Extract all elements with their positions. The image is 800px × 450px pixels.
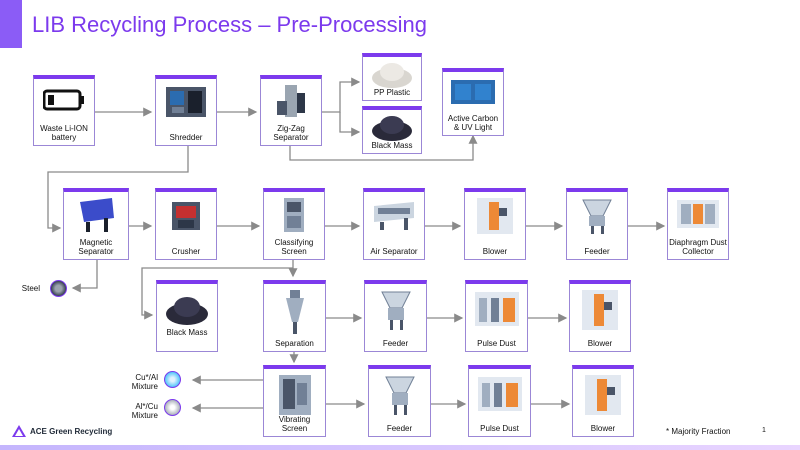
node-label: Black Mass (371, 141, 413, 150)
node-label: Blower (590, 424, 616, 433)
node-label: Classifying Screen (274, 238, 314, 256)
node-active-carbon: Active Carbon & UV Light (442, 68, 504, 136)
crusher-machine-icon (172, 202, 200, 230)
node-air-separator: Air Separator (363, 188, 425, 260)
node-label: Shredder (169, 133, 203, 142)
pulse-dust-collector-icon (477, 377, 522, 411)
node-label: Blower (587, 339, 613, 348)
arrow-zigzag-pp (322, 77, 361, 113)
feeder-hopper-icon (384, 376, 415, 415)
black-mass-pile-icon (166, 297, 208, 325)
blower-icon (477, 198, 513, 234)
air-separator-icon (374, 202, 414, 230)
node-feeder-3: Feeder (368, 365, 431, 437)
page-title: LIB Recycling Process – Pre-Processing (32, 12, 427, 37)
shredder-machine-icon (166, 87, 206, 117)
node-pp-plastic: PP Plastic (362, 53, 422, 101)
node-blower-2: Blower (569, 280, 631, 352)
node-label: Pulse Dust (477, 339, 516, 348)
classifying-screen-icon (284, 198, 304, 232)
company-name: ACE Green Recycling (30, 427, 113, 436)
dust-collector-icon (677, 200, 719, 228)
node-label: Feeder (386, 424, 413, 433)
feeder-hopper-icon (582, 199, 612, 234)
node-label: Crusher (171, 247, 201, 256)
node-separation: Separation (263, 280, 326, 352)
title-accent-bar (0, 0, 22, 48)
pulse-dust-collector-icon (474, 292, 519, 326)
node-blower-1: Blower (464, 188, 526, 260)
bottom-accent-strip (0, 445, 800, 450)
node-classifying-screen: Classifying Screen (263, 188, 325, 260)
blower-icon (582, 290, 618, 330)
node-waste-battery: Waste Li-ION battery (33, 75, 95, 146)
node-shredder: Shredder (155, 75, 217, 146)
node-label: Magnetic Separator (78, 238, 114, 256)
node-label: Diaphragm Dust Collector (669, 238, 727, 256)
node-feeder-1: Feeder (566, 188, 628, 260)
node-crusher: Crusher (155, 188, 217, 260)
node-label: Black Mass (166, 328, 208, 337)
node-label: Waste Li-ION battery (40, 124, 88, 142)
pp-plastic-pile-icon (372, 63, 412, 88)
node-pulse-dust-2: Pulse Dust (468, 365, 531, 437)
arrow-zigzag-carbon (289, 134, 478, 161)
node-label: Feeder (382, 339, 409, 348)
steel-output-icon (50, 280, 67, 297)
vibrating-screen-icon (278, 375, 311, 415)
node-feeder-2: Feeder (364, 280, 427, 352)
node-magnetic-separator: Magnetic Separator (63, 188, 129, 260)
node-label: Zig-Zag Separator (273, 124, 309, 142)
output-steel-label: Steel (21, 284, 40, 293)
arrow-row1-magnetic (47, 146, 189, 233)
alcu-mixture-icon (164, 399, 181, 416)
blower-icon (585, 375, 621, 415)
node-label: Active Carbon & UV Light (447, 114, 499, 132)
node-vibrating-screen: Vibrating Screen (263, 365, 326, 437)
magnetic-separator-icon (80, 198, 114, 232)
node-black-mass-1: Black Mass (362, 106, 422, 154)
ace-logo-icon (12, 425, 26, 437)
node-label: Vibrating Screen (278, 415, 311, 433)
node-label: Pulse Dust (480, 424, 519, 433)
node-label: PP Plastic (373, 88, 411, 97)
zigzag-separator-icon (277, 85, 305, 117)
node-black-mass-2: Black Mass (156, 280, 218, 352)
node-label: Blower (482, 247, 508, 256)
node-pulse-dust-1: Pulse Dust (465, 280, 528, 352)
feeder-hopper-icon (380, 291, 411, 330)
node-label: Separation (275, 339, 314, 348)
page-number: 1 (762, 427, 766, 434)
cual-mixture-icon (164, 371, 181, 388)
arrow-magnetic-steel (71, 260, 98, 293)
output-alcu-label: Al*/Cu Mixture (131, 402, 158, 420)
node-diaphragm-dust-collector: Diaphragm Dust Collector (667, 188, 729, 260)
footnote: * Majority Fraction (666, 427, 731, 436)
battery-icon (43, 89, 84, 111)
black-mass-pile-icon (372, 116, 412, 141)
arrow-zigzag-blackmass (339, 112, 361, 137)
node-blower-3: Blower (572, 365, 634, 437)
node-label: Air Separator (370, 247, 418, 256)
node-zigzag-separator: Zig-Zag Separator (260, 75, 322, 146)
node-label: Feeder (584, 247, 610, 256)
active-carbon-unit-icon (451, 80, 495, 104)
cyclone-separator-icon (285, 290, 304, 334)
arrow-classifying-blackmass (141, 267, 293, 320)
output-cual-label: Cu*/Al Mixture (131, 373, 158, 391)
